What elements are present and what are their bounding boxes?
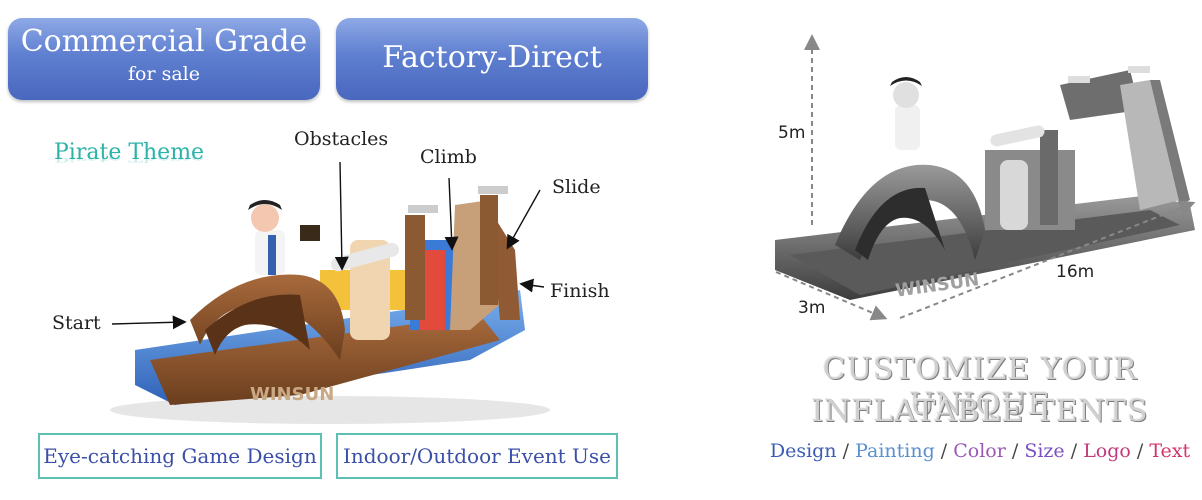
option-design: Design: [769, 440, 837, 462]
option-logo: Logo: [1083, 440, 1131, 462]
commercial-grade-title: Commercial Grade: [20, 24, 308, 59]
option-text: Text: [1149, 440, 1191, 462]
length-arrow: [899, 200, 1196, 319]
commercial-grade-badge: Commercial Grade for sale: [8, 18, 320, 100]
customize-heading-line1: CUSTOMIZE YOUR UNIQUE: [822, 352, 1138, 422]
pirate-obstacle-course-image: WINSUN: [110, 186, 550, 424]
option-size: Size: [1024, 440, 1065, 462]
option-painting: Painting: [855, 440, 935, 462]
obstacles-arrow: [334, 161, 349, 271]
climb-arrow: [444, 177, 459, 251]
factory-direct-badge: Factory-Direct: [336, 18, 648, 100]
finish-label: Finish: [550, 280, 610, 302]
feature-game-design: Eye-catching Game Design: [38, 433, 322, 479]
slide-arrow: [506, 189, 541, 250]
feature-event-use: Indoor/Outdoor Event Use: [336, 433, 618, 479]
length-dimension: 16m: [1056, 262, 1095, 282]
finish-arrow: [519, 278, 545, 293]
customize-heading-line2: INFLATABLE TENTS: [811, 394, 1149, 429]
brand-logo-left: WINSUN: [250, 384, 334, 405]
slide-label: Slide: [552, 176, 601, 198]
width-dimension: 3m: [798, 298, 826, 318]
factory-direct-title: Factory-Direct: [382, 40, 602, 75]
pirate-theme-title: Pirate Theme: [54, 140, 205, 165]
obstacles-label: Obstacles: [294, 128, 389, 150]
climb-label: Climb: [420, 146, 477, 168]
start-label: Start: [52, 312, 101, 334]
customization-options: Design / Painting / Color / Size / Logo …: [769, 440, 1191, 462]
for-sale-text: for sale: [128, 63, 200, 85]
height-dimension: 5m: [778, 123, 806, 143]
width-arrow: [775, 271, 888, 321]
option-color: Color: [953, 440, 1006, 462]
start-arrow: [111, 315, 187, 330]
grayscale-course-image: WINSUN: [775, 66, 1195, 302]
